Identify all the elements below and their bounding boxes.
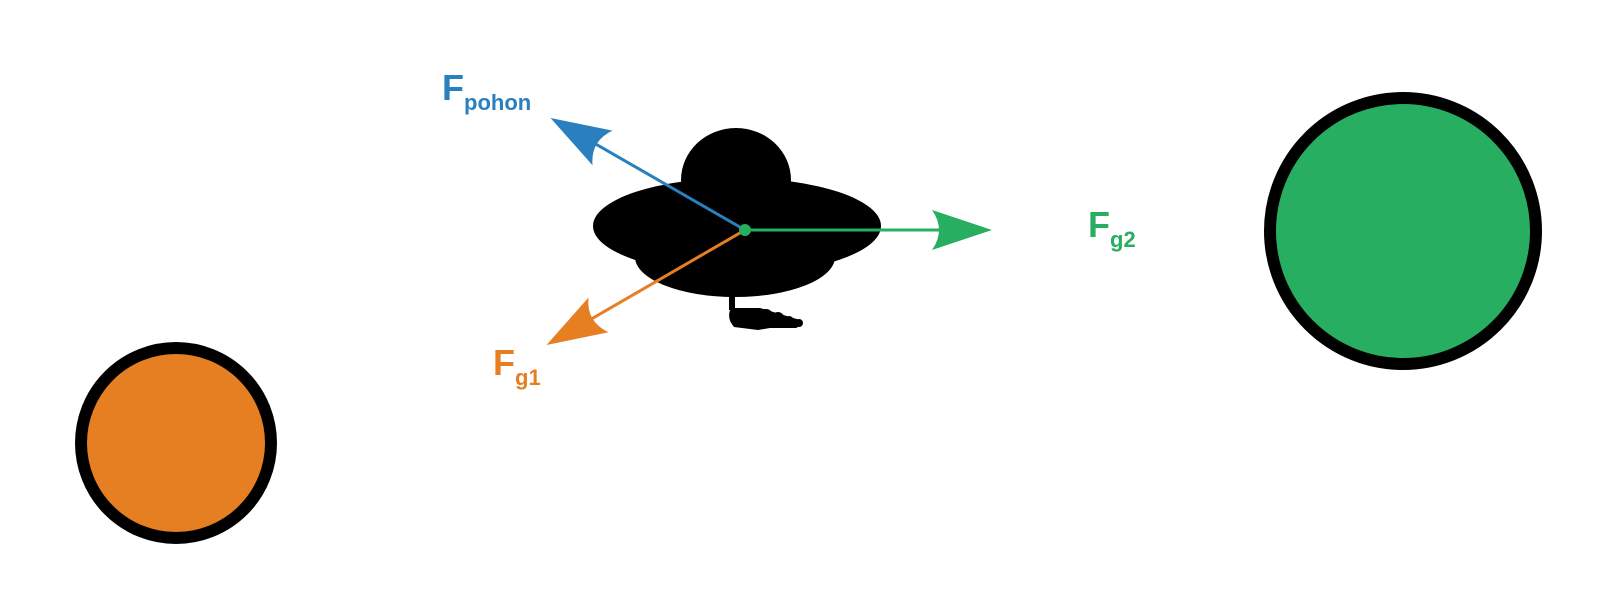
gravity1-force-label-sub: g1 [515,365,541,390]
gravity1-force-arrow [546,228,746,346]
planet-2 [1264,92,1542,370]
gravity1-force-label-main: F [493,342,515,383]
gravity2-force-label-main: F [1088,204,1110,245]
propulsion-force-label: Fpohon [442,67,531,115]
gravity2-force-label: Fg2 [1088,204,1136,252]
planet-1 [75,342,277,544]
propulsion-force-label-main: F [442,67,464,108]
force-origin-point [739,224,751,236]
gravity2-force-label-sub: g2 [1110,227,1136,252]
propulsion-force-label-sub: pohon [464,90,531,115]
gravity1-force-label: Fg1 [493,342,541,390]
propulsion-force-arrow [550,118,746,232]
